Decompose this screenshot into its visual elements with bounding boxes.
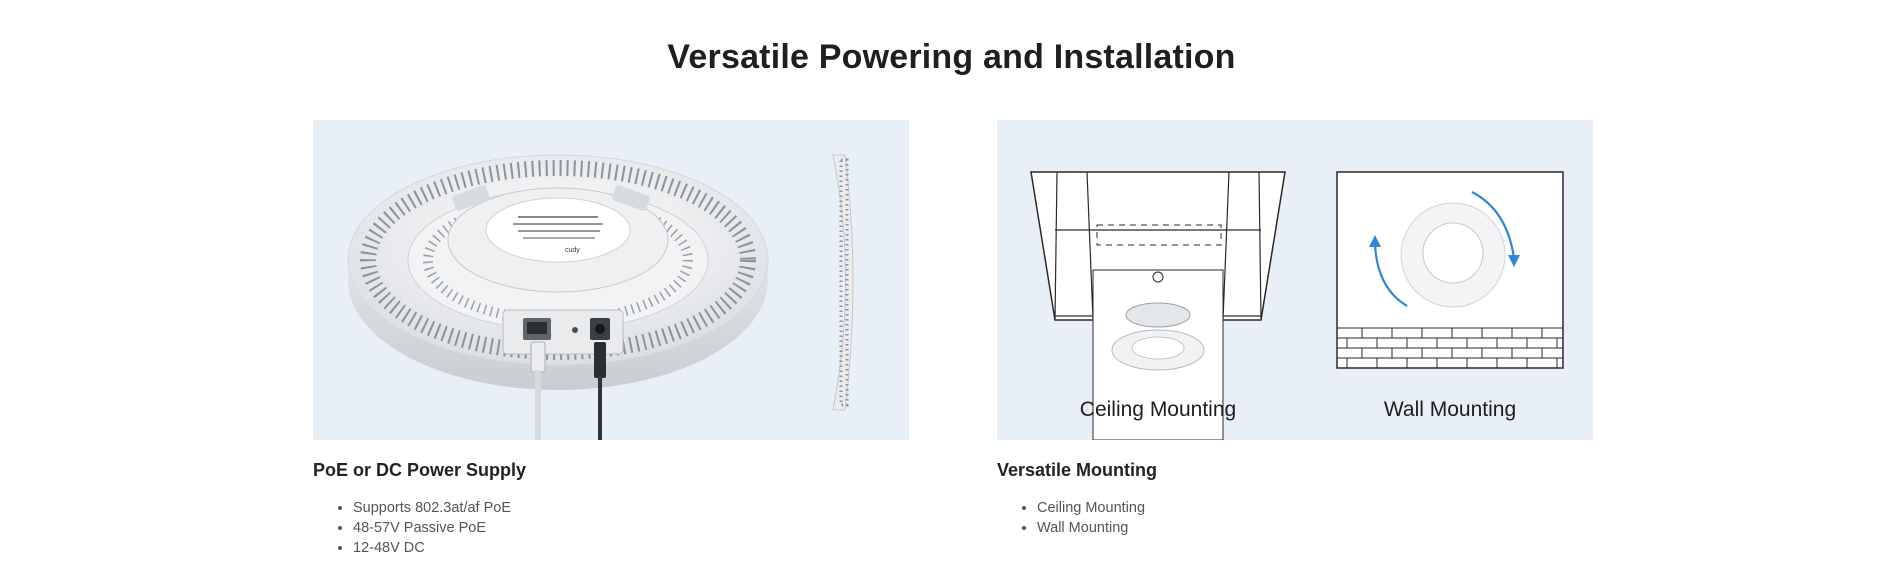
list-item: Supports 802.3at/af PoE	[353, 498, 511, 518]
mounting-card: Ceiling Mounting	[997, 120, 1593, 536]
ethernet-cable-icon	[530, 341, 546, 373]
power-supply-heading: PoE or DC Power Supply	[313, 460, 527, 480]
list-item: Ceiling Mounting	[1037, 498, 1145, 518]
ceiling-mounting-label: Ceiling Mounting	[1080, 398, 1236, 421]
list-item: Wall Mounting	[1037, 518, 1145, 538]
list-item: 12-48V DC	[353, 538, 511, 558]
mounting-illustration: Ceiling Mounting	[1030, 171, 1564, 440]
brand-logo-text: cudy	[565, 247, 580, 254]
mounting-heading: Versatile Mounting	[997, 460, 1158, 480]
mounting-image: Ceiling Mounting	[997, 120, 1593, 440]
list-item: 48-57V Passive PoE	[353, 518, 511, 538]
wall-mounting-label: Wall Mounting	[1384, 398, 1516, 421]
rotate-arrow-right-icon	[1471, 191, 1516, 259]
wall-mount-illustration: Wall Mounting	[1336, 171, 1564, 421]
brick-wall-pattern	[1337, 327, 1563, 368]
access-point-device-illustration: cudy	[347, 154, 854, 440]
rotate-arrow-left-icon	[1373, 243, 1408, 307]
power-supply-image: cudy	[313, 120, 909, 440]
dc-cable-icon	[594, 342, 606, 378]
mounting-list: Ceiling Mounting Wall Mounting	[1017, 498, 1145, 538]
section-title: Versatile Powering and Installation	[667, 38, 1236, 76]
ceiling-mount-illustration: Ceiling Mounting	[1030, 171, 1286, 440]
device-side-profile	[832, 154, 854, 411]
power-supply-list: Supports 802.3at/af PoE 48-57V Passive P…	[333, 498, 511, 558]
power-supply-card: cudy PoE or DC Power Supply Supports 802…	[313, 120, 909, 556]
